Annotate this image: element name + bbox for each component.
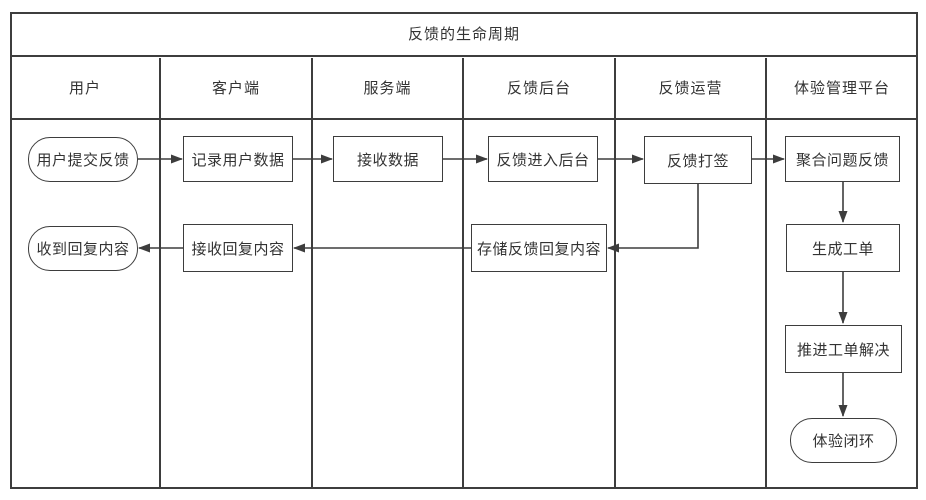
- lane-divider-2: [311, 58, 313, 487]
- node-aggregate-problem-feedback: 聚合问题反馈: [785, 136, 900, 182]
- lane-divider-1: [159, 58, 161, 487]
- lane-header-client: 客户端: [211, 80, 260, 97]
- node-record-user-data: 记录用户数据: [183, 136, 293, 182]
- node-store-feedback-reply: 存储反馈回复内容: [471, 224, 607, 272]
- node-feedback-enter-backend: 反馈进入后台: [488, 136, 598, 182]
- lane-divider-4: [614, 58, 616, 487]
- lane-header-feedback-backend: 反馈后台: [506, 80, 571, 97]
- node-receive-data: 接收数据: [333, 136, 443, 182]
- lane-divider-3: [462, 58, 464, 487]
- node-user-submit-feedback: 用户提交反馈: [28, 137, 138, 182]
- lane-header-experience-platform: 体验管理平台: [793, 80, 890, 97]
- node-create-ticket: 生成工单: [786, 224, 900, 272]
- lane-header-feedback-operations: 反馈运营: [658, 80, 723, 97]
- lane-divider-5: [765, 58, 767, 487]
- node-client-receive-reply: 接收回复内容: [183, 224, 293, 272]
- node-push-ticket-resolution: 推进工单解决: [785, 325, 902, 373]
- header-separator: [12, 118, 916, 120]
- title-bar: 反馈的生命周期: [12, 12, 916, 57]
- node-experience-loop: 体验闭环: [790, 418, 897, 463]
- diagram-frame: [10, 12, 918, 489]
- diagram-title: 反馈的生命周期: [407, 26, 520, 43]
- node-receive-reply-content: 收到回复内容: [28, 226, 138, 271]
- node-feedback-tagging: 反馈打签: [644, 136, 752, 184]
- lane-header-user: 用户: [68, 80, 101, 97]
- lane-header-server: 服务端: [363, 80, 412, 97]
